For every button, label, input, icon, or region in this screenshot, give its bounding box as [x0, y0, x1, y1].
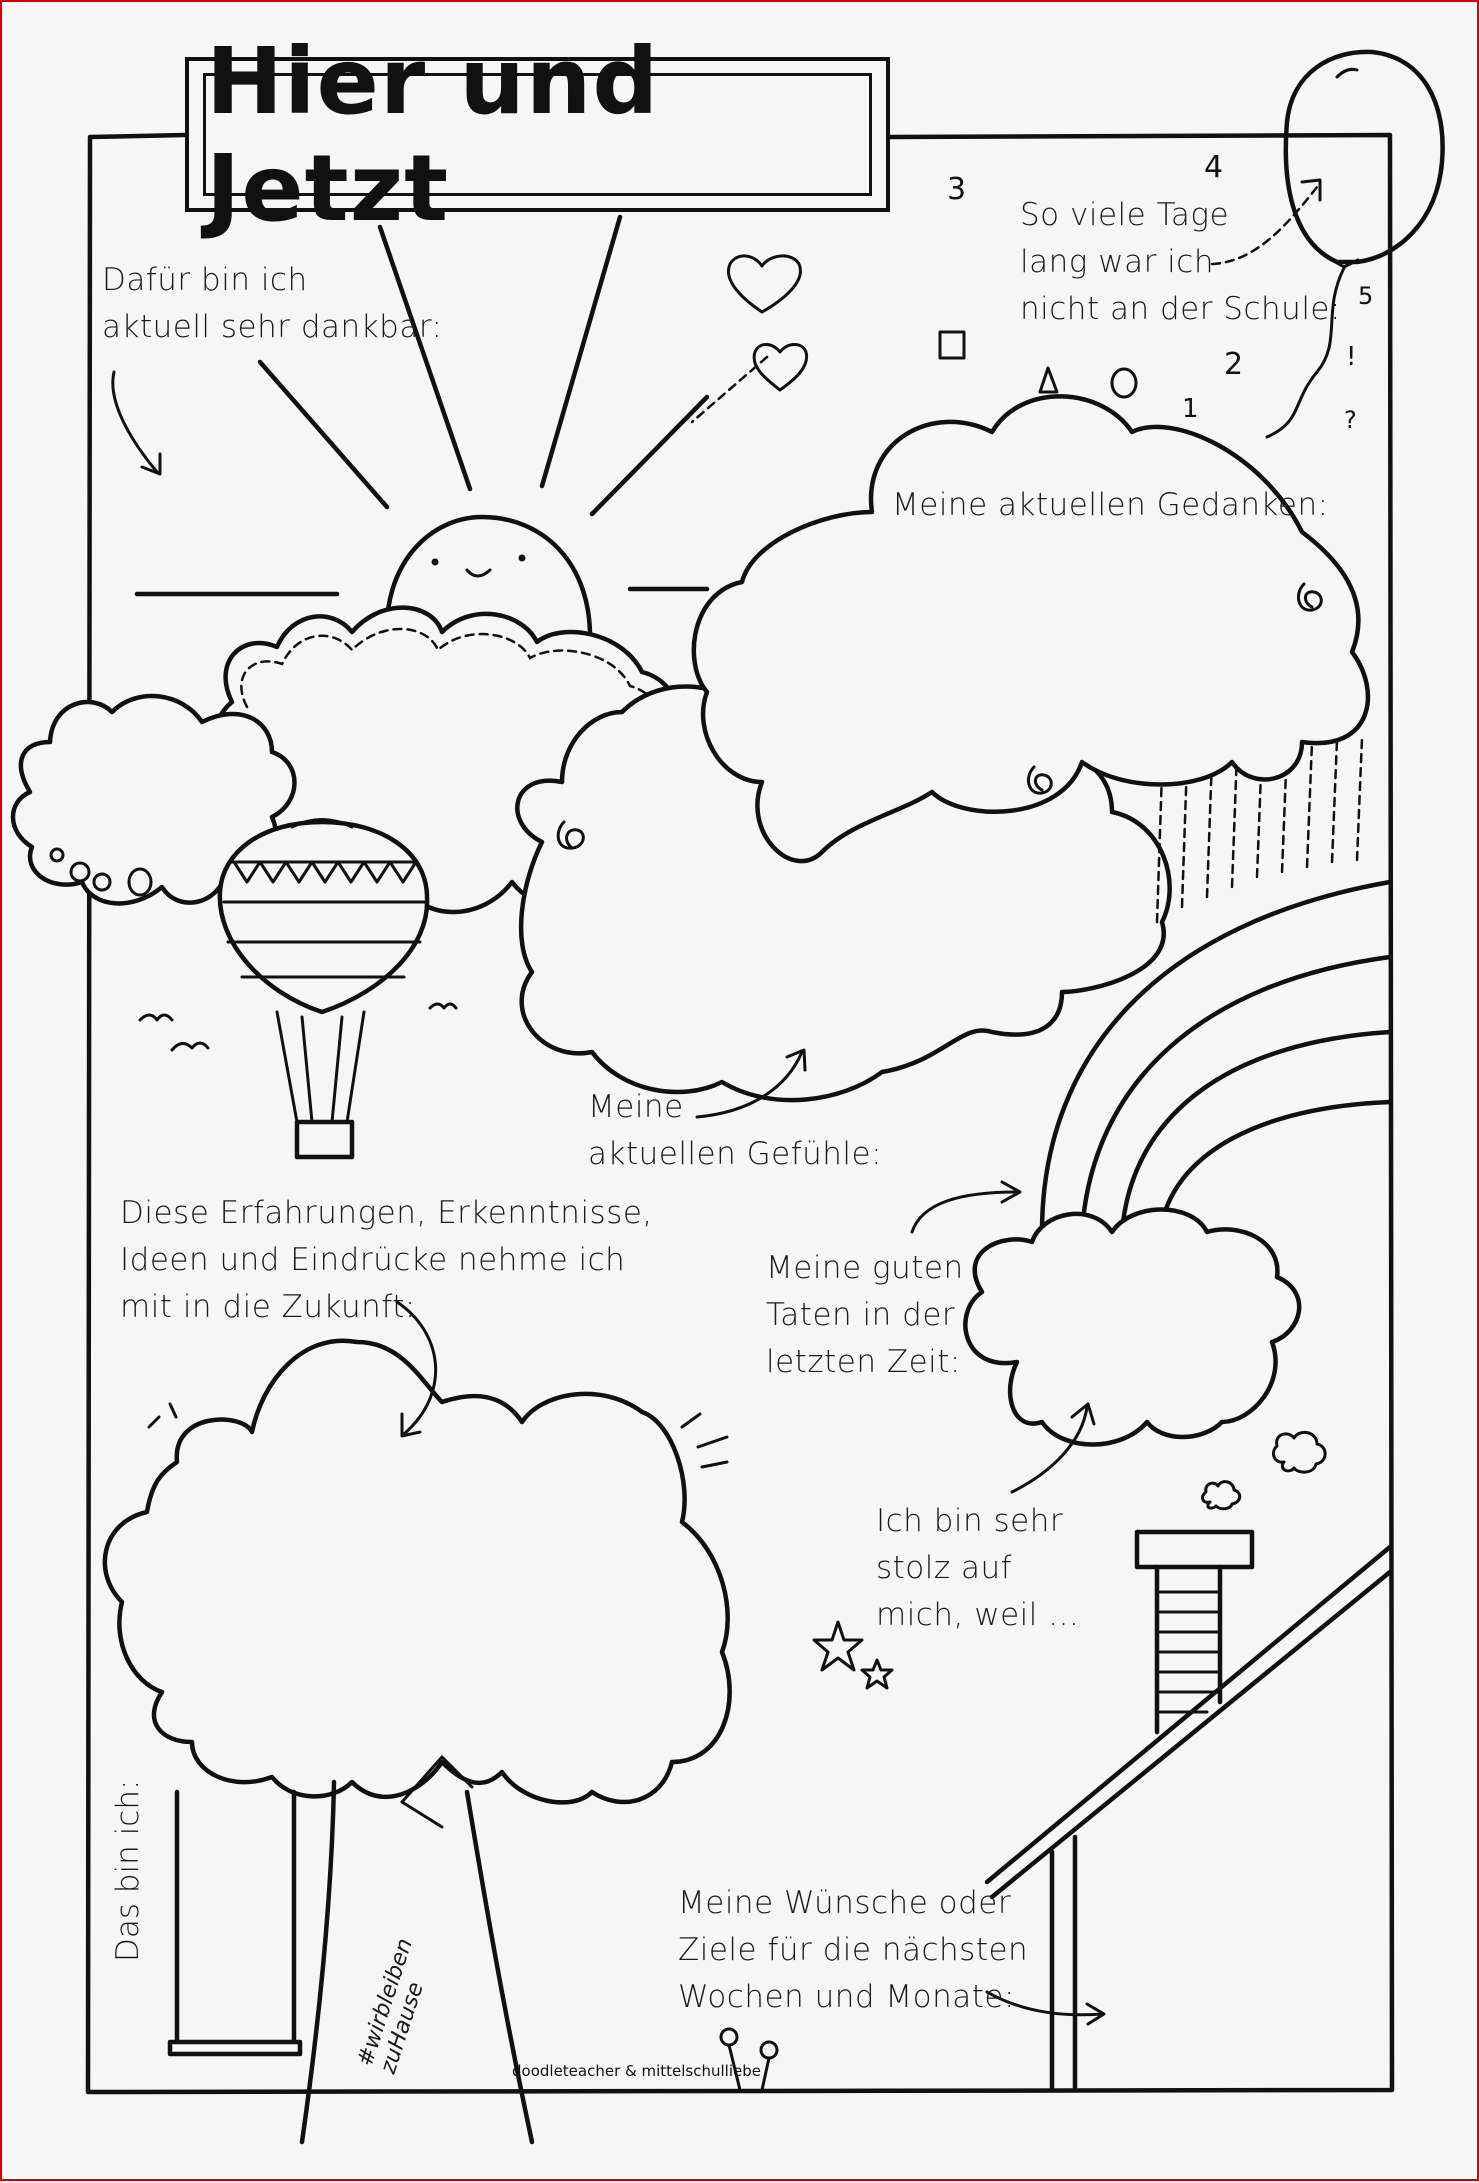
- house: [984, 1529, 1393, 2093]
- label-stolz: Ich bin sehr stolz auf mich, weil ...: [876, 1503, 1080, 1633]
- arrow: [1010, 1402, 1096, 1494]
- label-tage: So viele Tage lang war ich nicht an der …: [1020, 197, 1341, 327]
- exclamation-mark: !: [1346, 342, 1357, 372]
- bird: [138, 1013, 174, 1022]
- question-mark: ?: [1344, 406, 1357, 434]
- arrow: [910, 1180, 1022, 1234]
- star-icon: [812, 1620, 864, 1672]
- arrow: [395, 1300, 438, 1438]
- label-gedanken: Meine aktuellen Gedanken:: [892, 487, 1329, 523]
- hot-air-balloon: [217, 818, 430, 1160]
- spiral: [556, 820, 585, 850]
- star-icon: [860, 1658, 894, 1690]
- square-shape: [938, 330, 966, 360]
- circle-shape: [1110, 367, 1138, 399]
- triangle-shape: [1038, 366, 1059, 394]
- bird: [170, 1041, 210, 1052]
- label-das-bin-ich: Das bin ich:: [110, 1779, 146, 1962]
- number-5: 5: [1358, 282, 1374, 310]
- flowers: [719, 2027, 779, 2092]
- credit-line: doodleteacher & mittelschulliebe: [512, 2062, 761, 2080]
- arrow: [111, 370, 162, 476]
- label-wuensche: Meine Wünsche oder Ziele für die nächste…: [678, 1885, 1029, 2015]
- thoughts-cloud: [691, 394, 1371, 864]
- sun-rays: [134, 214, 710, 597]
- title-box: Hier und Jetzt: [185, 28, 890, 242]
- arrow: [695, 1048, 807, 1119]
- spiral: [1026, 765, 1053, 795]
- number-4: 4: [1204, 150, 1224, 185]
- label-taten: Meine guten Taten in der letzten Zeit:: [766, 1250, 964, 1380]
- heart-icon: [752, 343, 809, 392]
- tree: [102, 1338, 732, 2145]
- good-deeds-cloud: [963, 1207, 1302, 1447]
- number-2: 2: [1224, 347, 1244, 382]
- label-dankbar: Dafür bin ich aktuell sehr dankbar:: [102, 262, 443, 345]
- balloon: [1265, 49, 1445, 439]
- page-title: Hier und Jetzt: [206, 27, 660, 242]
- heart-icon: [727, 254, 802, 314]
- small-cloud: [1272, 1430, 1327, 1474]
- spiral: [1296, 582, 1323, 612]
- label-erfahrungen: Diese Erfahrungen, Erkenntnisse, Ideen u…: [120, 1195, 653, 1325]
- balloon-arrow-path: [1210, 185, 1319, 266]
- title-inner-border: Hier und Jetzt: [203, 28, 872, 242]
- number-1: 1: [1182, 394, 1199, 424]
- bird: [428, 1002, 458, 1010]
- left-cloud: [10, 693, 297, 906]
- label-gefuehle: Meine aktuellen Gefühle:: [588, 1089, 883, 1172]
- number-3: 3: [947, 172, 967, 207]
- small-cloud: [1201, 1480, 1242, 1511]
- sun: [384, 514, 593, 645]
- arrow: [985, 1990, 1106, 2026]
- rainbow: [1039, 736, 1393, 1235]
